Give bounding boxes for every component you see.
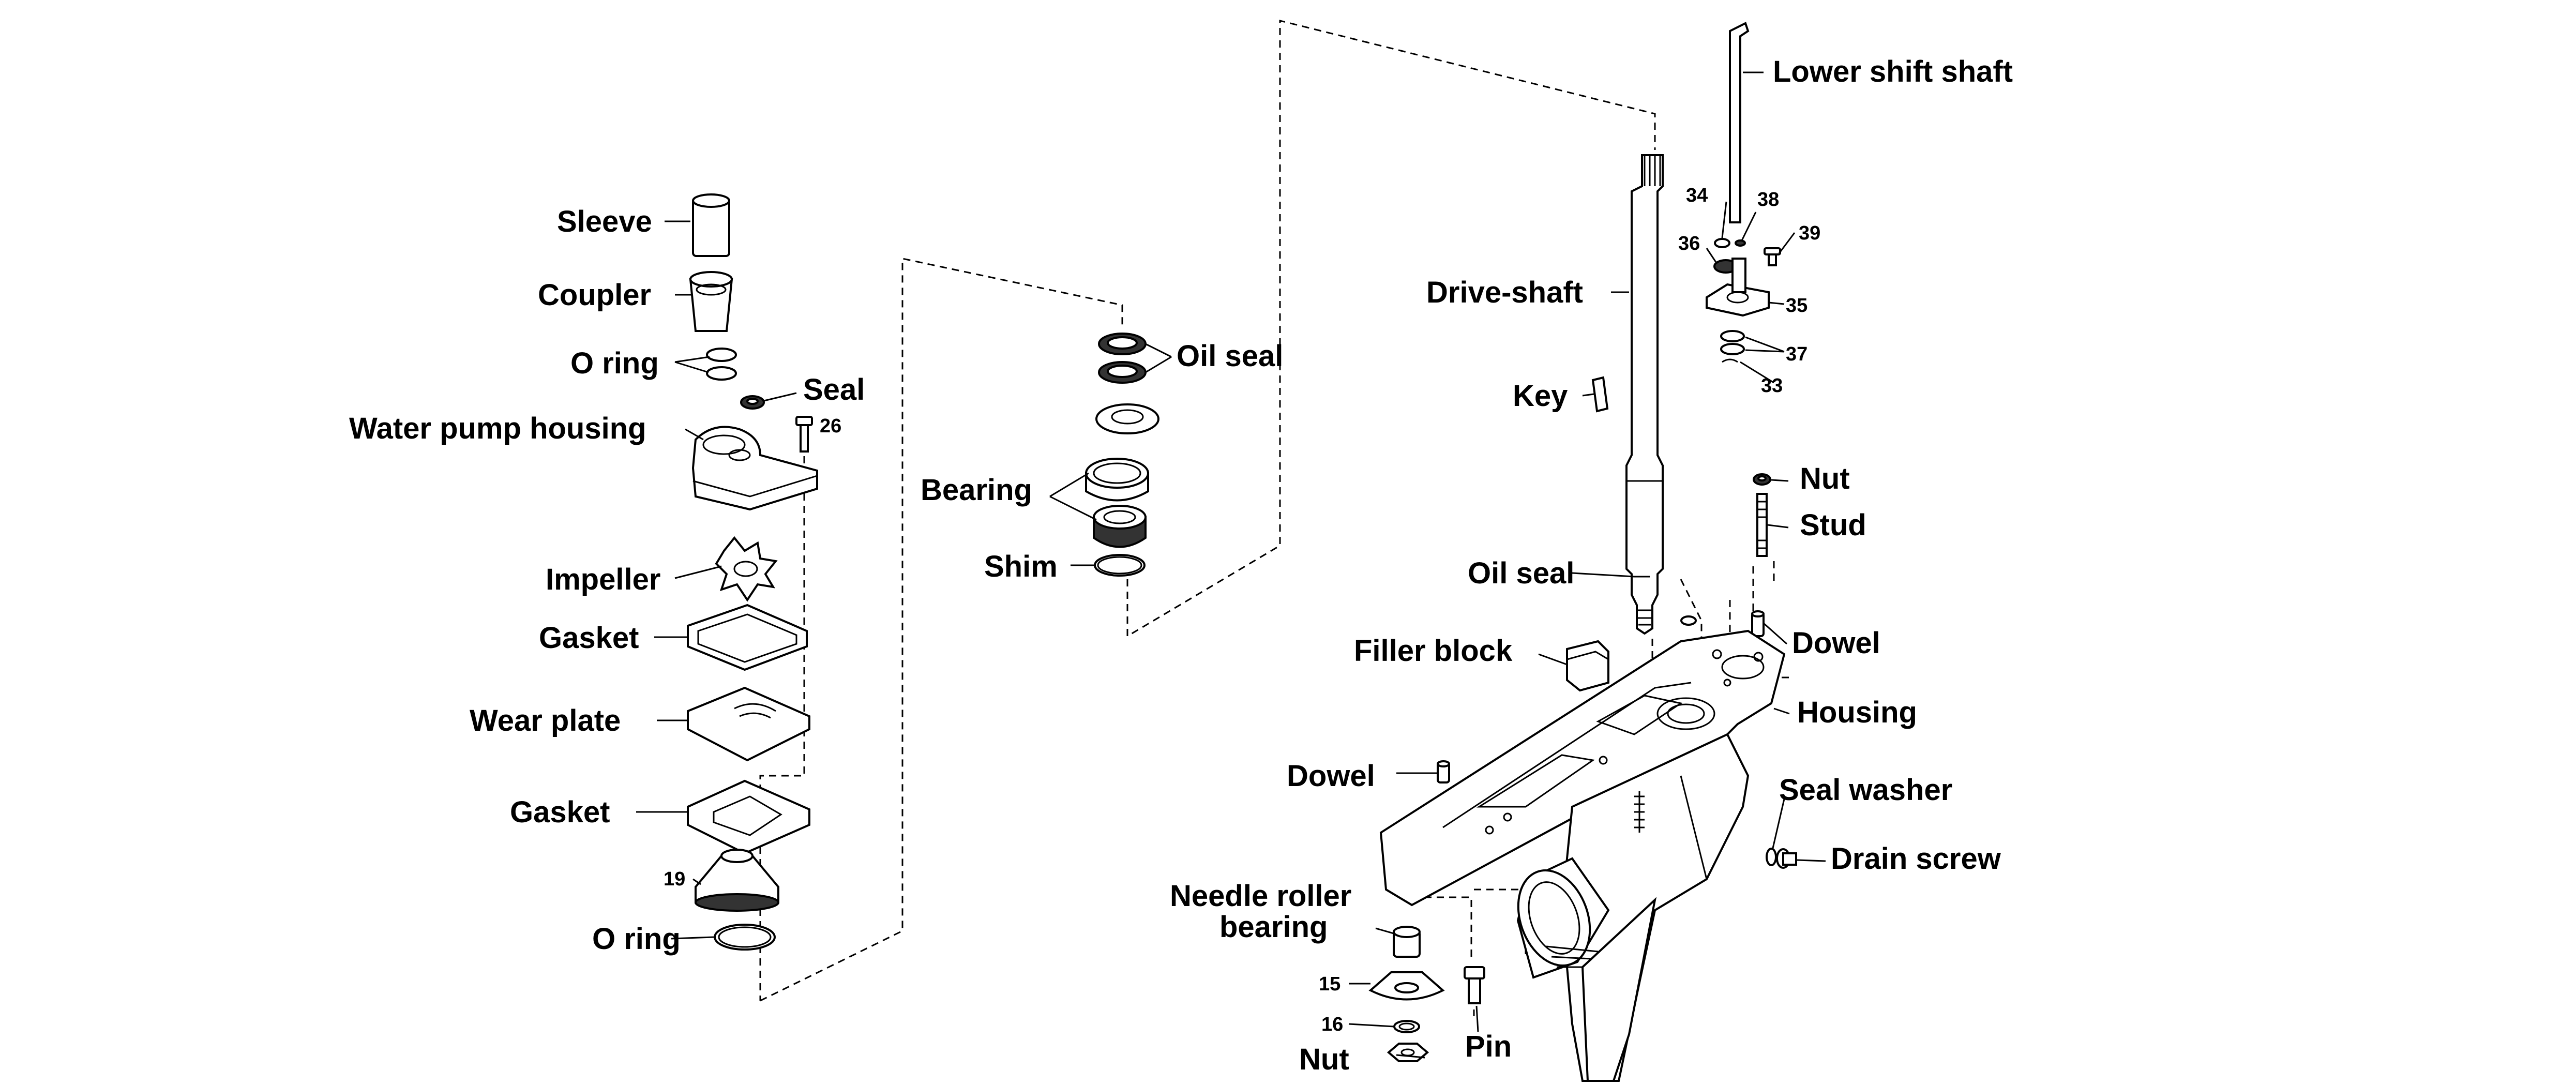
gasket-bottom-part: [687, 779, 810, 855]
label-part-39: 39: [1799, 222, 1820, 244]
label-drain-screw: Drain screw: [1831, 842, 2001, 876]
label-part-35: 35: [1786, 295, 1807, 317]
label-shim: Shim: [984, 550, 1058, 583]
label-key: Key: [1513, 379, 1568, 413]
label-seal-washer: Seal washer: [1779, 773, 1952, 807]
label-dowel-left: Dowel: [1287, 759, 1375, 793]
drain-screw-part: [1776, 848, 1797, 869]
nut-bottom-part: [1387, 1043, 1429, 1062]
label-needle-roller-line1: Needle roller: [1170, 879, 1351, 913]
label-oil-seal-lower: Oil seal: [1468, 556, 1574, 590]
part-16-part: [1393, 1020, 1420, 1033]
gearcase-housing-part: [1379, 629, 1786, 1082]
label-sleeve: Sleeve: [557, 205, 652, 238]
labels: Sleeve Coupler O ring Seal Water pump ho…: [349, 55, 2013, 1076]
part-35-retainer: [1706, 258, 1770, 317]
label-part-37: 37: [1786, 343, 1807, 365]
label-part-15: 15: [1319, 973, 1340, 995]
part-33-clip: [1722, 358, 1738, 363]
label-nut-right: Nut: [1800, 462, 1850, 495]
dowel-right-part: [1751, 610, 1765, 637]
label-o-ring-top: O ring: [570, 346, 659, 380]
shift-parts-cluster: [1706, 238, 1781, 363]
label-coupler: Coupler: [538, 278, 651, 312]
needle-roller-bearing-part: [1393, 926, 1421, 958]
label-part-16: 16: [1321, 1014, 1343, 1035]
label-lower-shift-shaft: Lower shift shaft: [1773, 55, 2013, 88]
stud-part: [1756, 493, 1768, 557]
bearing-part: [1085, 458, 1149, 548]
gasket-top-part: [687, 604, 808, 671]
nut-right-part: [1753, 473, 1771, 486]
seal-part: [740, 395, 765, 410]
part-37-oring-2: [1720, 343, 1745, 355]
label-wear-plate: Wear plate: [470, 704, 621, 737]
shim-part: [1094, 554, 1146, 577]
dowel-left-part: [1437, 760, 1450, 783]
label-gasket-bottom: Gasket: [510, 795, 610, 829]
label-seal: Seal: [803, 373, 865, 406]
o-ring-bottom-part: [714, 924, 776, 951]
filler-block-part: [1566, 640, 1609, 692]
label-part-38: 38: [1757, 189, 1779, 210]
label-part-19: 19: [664, 868, 685, 890]
part-37-oring: [1720, 330, 1745, 342]
part-19-part: [695, 849, 779, 912]
lower-shift-shaft-part: [1729, 22, 1750, 223]
label-pin: Pin: [1465, 1030, 1512, 1063]
oil-seal-lower-part: [1680, 615, 1697, 626]
label-filler-block: Filler block: [1354, 634, 1513, 668]
part-15-part: [1368, 971, 1445, 1001]
label-water-pump-housing: Water pump housing: [349, 412, 646, 445]
label-gasket-top: Gasket: [539, 621, 639, 655]
label-housing: Housing: [1797, 696, 1917, 729]
part-39-bolt-head: [1764, 247, 1781, 255]
wear-plate-part: [687, 686, 810, 762]
leader-lines: [636, 71, 1826, 1059]
label-stud: Stud: [1800, 508, 1866, 542]
label-part-33: 33: [1761, 375, 1783, 397]
key-part: [1591, 376, 1609, 413]
sleeve-part: [692, 193, 730, 257]
label-bearing: Bearing: [921, 473, 1032, 507]
bolt-26-part: [795, 416, 813, 453]
label-part-36: 36: [1678, 233, 1700, 254]
label-impeller: Impeller: [546, 563, 660, 596]
label-part-26: 26: [820, 415, 841, 437]
label-o-ring-bottom: O ring: [592, 922, 681, 956]
pin-part: [1464, 966, 1485, 1004]
label-part-34: 34: [1686, 185, 1708, 206]
retainer-part: [1095, 403, 1159, 434]
seal-washer-part: [1766, 848, 1777, 866]
oil-seal-mid-part: [1098, 333, 1147, 384]
water-pump-housing-part: [691, 426, 818, 511]
o-ring-top-part: [706, 348, 737, 381]
part-38-pin: [1735, 239, 1746, 247]
label-nut-bottom: Nut: [1299, 1043, 1349, 1076]
coupler-part: [689, 271, 733, 332]
impeller-part: [715, 536, 778, 602]
label-needle-roller-line2: bearing: [1219, 910, 1328, 944]
label-oil-seal-mid: Oil seal: [1177, 339, 1283, 373]
label-dowel-right: Dowel: [1792, 626, 1880, 660]
part-34-washer: [1714, 238, 1730, 248]
label-drive-shaft: Drive-shaft: [1426, 276, 1583, 309]
drive-shaft-part: [1625, 154, 1664, 635]
